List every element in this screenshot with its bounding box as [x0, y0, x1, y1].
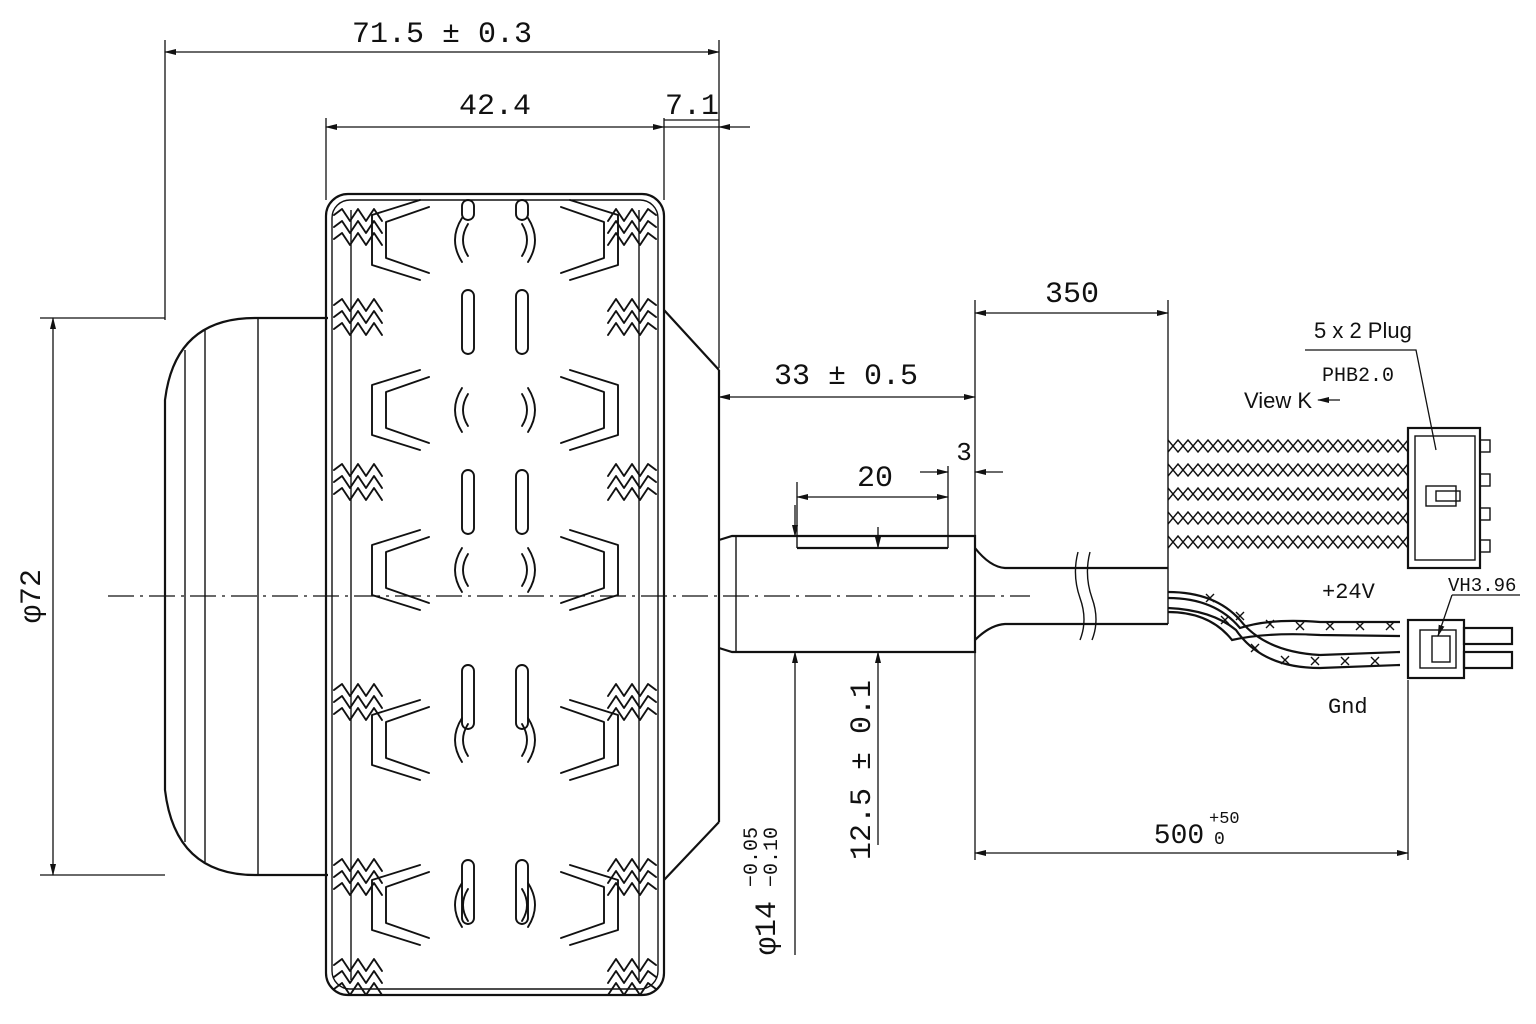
- label-power-connector: VH3.96: [1448, 575, 1516, 597]
- hub-flange: [663, 309, 721, 881]
- dim-flat-length: 20: [857, 462, 893, 496]
- power-connector-vh: [1406, 618, 1514, 680]
- dim-diameter: φ72: [16, 569, 50, 623]
- dim-flat-depth: 12.5 ± 0.1: [846, 680, 880, 860]
- label-signal-connector: PHB2.0: [1322, 365, 1394, 388]
- motor-hub-housing: [163, 316, 328, 877]
- dim-shaft-length: 33 ± 0.5: [774, 360, 918, 394]
- dimension-lines: [40, 40, 1520, 955]
- dim-shaft-tol-lower: −0.10: [761, 827, 784, 887]
- dim-tire-width: 42.4: [459, 90, 531, 124]
- dim-cable-total-length: 500: [1154, 821, 1204, 852]
- signal-connector-phb: [1406, 426, 1491, 570]
- dim-cable-tol-lower: 0: [1214, 830, 1225, 850]
- motor-shaft: [718, 534, 977, 654]
- power-wire-pair: [1205, 593, 1395, 666]
- dim-shaft-tol-upper: −0.05: [741, 827, 764, 887]
- dim-shaft-diameter-main: φ14: [751, 901, 785, 955]
- tire-tread-pattern: [333, 199, 657, 996]
- signal-wire-bundle: [1167, 438, 1409, 550]
- motor-cable: [974, 430, 1409, 670]
- dim-cable-lead-length: 350: [1045, 278, 1099, 312]
- dim-hub-offset: 7.1: [665, 90, 719, 124]
- label-power-positive: +24V: [1322, 580, 1376, 605]
- label-signal-plug: 5 x 2 Plug: [1314, 318, 1412, 343]
- dim-cable-tol-upper: +50: [1209, 810, 1240, 829]
- dim-overall-width: 71.5 ± 0.3: [352, 18, 532, 52]
- label-ground: Gnd: [1328, 695, 1368, 720]
- label-view-k: View K: [1244, 388, 1312, 413]
- wheel-tire: [324, 192, 666, 997]
- dim-flat-offset: 3: [956, 438, 972, 468]
- dim-shaft-diameter: φ14 −0.05 −0.10: [741, 827, 785, 955]
